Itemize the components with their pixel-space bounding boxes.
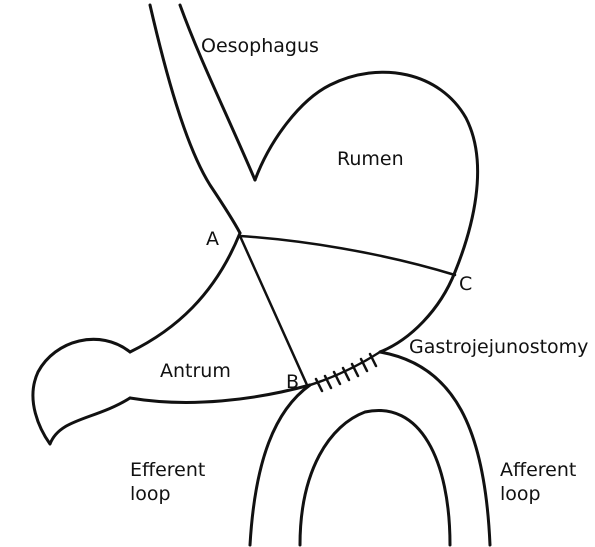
- gastrojejunostomy-label: Gastrojejunostomy: [409, 338, 588, 357]
- antrum-greater-curve: [130, 385, 310, 402]
- duodenal-stump: [33, 339, 130, 444]
- point-b-label: B: [286, 373, 299, 392]
- line-a-to-c: [240, 236, 455, 275]
- afferent-loop-inner: [300, 410, 450, 545]
- rumen-label: Rumen: [337, 150, 404, 169]
- anastomosis-suture-line: [310, 352, 380, 385]
- oesophagus-label: Oesophagus: [201, 37, 319, 56]
- oesophagus-right-wall: [180, 5, 255, 180]
- point-a-label: A: [206, 230, 219, 249]
- rumen-outline: [255, 72, 478, 352]
- point-c-label: C: [459, 275, 472, 294]
- antrum-label: Antrum: [160, 362, 231, 381]
- antrum-lesser-curve: [130, 233, 240, 352]
- afferent-loop-label: Afferent loop: [500, 459, 576, 507]
- afferent-loop-outer: [380, 352, 490, 545]
- efferent-loop-label: Efferent loop: [130, 459, 205, 507]
- line-a-to-b: [240, 236, 307, 385]
